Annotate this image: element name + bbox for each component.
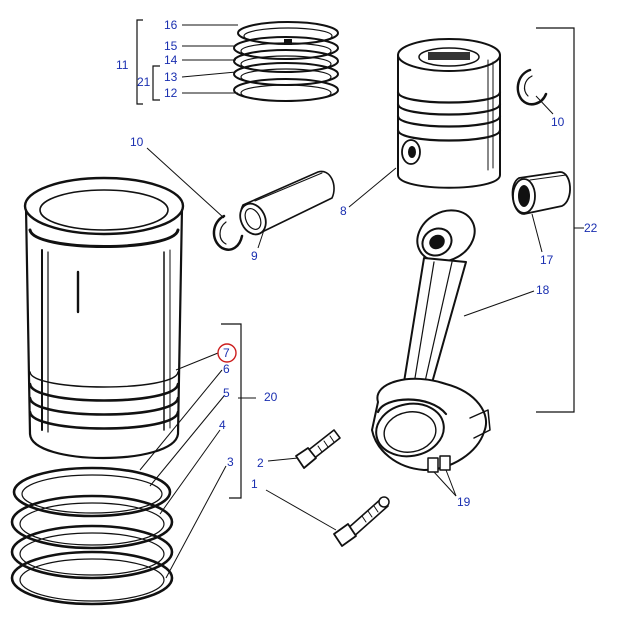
label-part-3[interactable]: 3 — [227, 455, 234, 469]
circlip-right-drawing — [516, 68, 548, 106]
label-part-13[interactable]: 13 — [164, 70, 178, 84]
label-part-10-left[interactable]: 10 — [130, 135, 144, 149]
leader-lines — [139, 24, 584, 579]
bracket-22 — [536, 27, 575, 413]
label-part-9[interactable]: 9 — [251, 249, 258, 263]
piston-pin-drawing — [239, 170, 335, 236]
label-part-8[interactable]: 8 — [340, 204, 347, 218]
bracket-21 — [152, 65, 160, 101]
label-part-1[interactable]: 1 — [251, 477, 258, 491]
label-part-5[interactable]: 5 — [223, 386, 230, 400]
label-part-22[interactable]: 22 — [584, 221, 598, 235]
label-part-7[interactable]: 7 — [223, 346, 230, 360]
label-part-4[interactable]: 4 — [219, 418, 226, 432]
label-part-6[interactable]: 6 — [223, 362, 230, 376]
label-part-15[interactable]: 15 — [164, 39, 178, 53]
piston-drawing — [396, 38, 502, 189]
label-part-2[interactable]: 2 — [257, 456, 264, 470]
bracket-11 — [136, 19, 143, 105]
label-part-20[interactable]: 20 — [264, 390, 278, 404]
label-part-21[interactable]: 21 — [137, 75, 151, 89]
label-part-17[interactable]: 17 — [540, 253, 554, 267]
label-part-11[interactable]: 11 — [116, 58, 129, 72]
piston-ring-set-drawing — [233, 21, 339, 102]
cap-bolt-long-drawing — [333, 496, 390, 547]
bracket-20 — [221, 323, 242, 499]
label-part-18[interactable]: 18 — [536, 283, 550, 297]
connecting-rod-drawing — [371, 209, 491, 473]
small-end-bush-drawing — [511, 171, 571, 215]
cylinder-liner-drawing — [23, 176, 185, 459]
cap-bolt-short-drawing — [295, 429, 341, 469]
label-part-10-right[interactable]: 10 — [551, 115, 565, 129]
circlip-left-drawing — [212, 214, 244, 251]
label-part-19[interactable]: 19 — [457, 495, 471, 509]
label-part-14[interactable]: 14 — [164, 53, 178, 67]
liner-seal-rings-drawing — [10, 466, 174, 606]
label-part-16[interactable]: 16 — [164, 18, 178, 32]
label-part-12[interactable]: 12 — [164, 86, 178, 100]
highlight-circle-part-7 — [217, 343, 237, 363]
